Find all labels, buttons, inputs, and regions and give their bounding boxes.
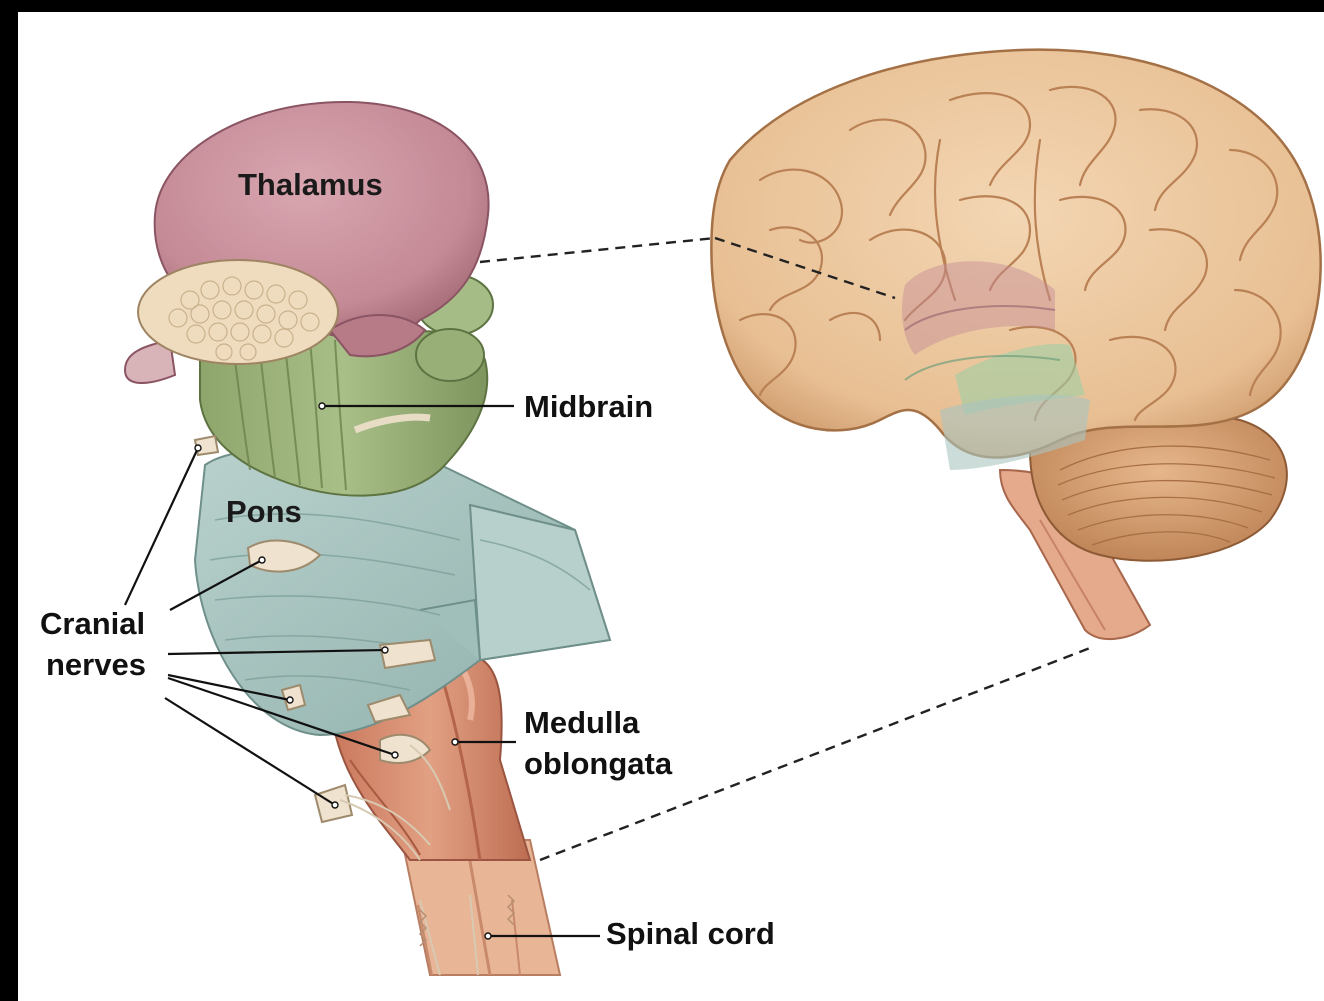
whole-brain-illustration [711, 50, 1320, 639]
pons-label: Pons [226, 493, 302, 531]
spinal-cord-label: Spinal cord [606, 915, 775, 953]
cranial-leader-1 [125, 448, 198, 605]
medulla-label-line2: oblongata [524, 745, 672, 783]
midbrain-label: Midbrain [524, 388, 653, 426]
cranial-nerves-label-line1: Cranial [40, 605, 145, 643]
brainstem-illustration [125, 102, 610, 975]
upper-dashed-line [480, 238, 715, 262]
pulvinar-shape [138, 260, 338, 364]
cranial-nerves-label-line2: nerves [46, 646, 146, 684]
medulla-label-line1: Medulla [524, 704, 639, 742]
thalamus-label: Thalamus [238, 166, 383, 204]
